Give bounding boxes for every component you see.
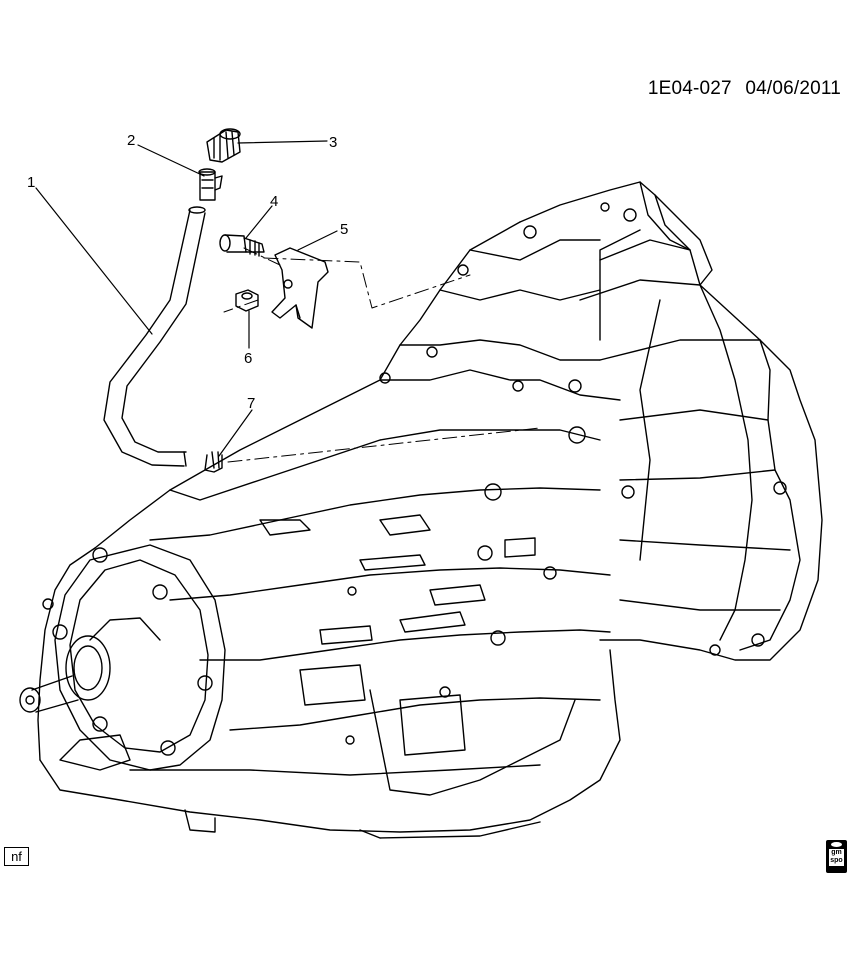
clamp: [204, 451, 223, 473]
callout-7: 7: [247, 395, 255, 412]
callout-labels: 1 2 3 4 5 6 7: [27, 132, 348, 412]
nf-label: nf: [4, 847, 29, 866]
callout-6: 6: [244, 350, 252, 367]
leader-line-3: [237, 140, 328, 144]
diagram-date: 04/06/2011: [745, 78, 841, 99]
leader-line-4: [245, 205, 273, 239]
leader-line-7: [218, 409, 253, 457]
leader-line-2: [137, 144, 205, 177]
connector: [198, 168, 223, 201]
gm-spo-logo-text: gm spo: [829, 849, 844, 866]
hose: [103, 206, 206, 467]
install-lines: [223, 247, 541, 463]
callout-1: 1: [27, 174, 35, 191]
leader-line-5: [297, 230, 338, 251]
clip-stud: [219, 234, 265, 257]
callout-2: 2: [127, 132, 135, 149]
callout-4: 4: [270, 193, 278, 210]
transmission-assembly: [19, 181, 823, 839]
callout-3: 3: [329, 134, 337, 151]
diagram-id: 1E04-027: [647, 78, 732, 99]
leader-line-1: [35, 187, 153, 335]
bracket: [271, 247, 329, 329]
diagram-header: 1E04-027 04/06/2011: [648, 78, 841, 100]
callout-5: 5: [340, 221, 348, 238]
gm-spo-logo: gm spo: [826, 840, 847, 873]
cap: [206, 128, 241, 163]
leader-lines: [35, 140, 338, 457]
nut: [235, 289, 259, 312]
